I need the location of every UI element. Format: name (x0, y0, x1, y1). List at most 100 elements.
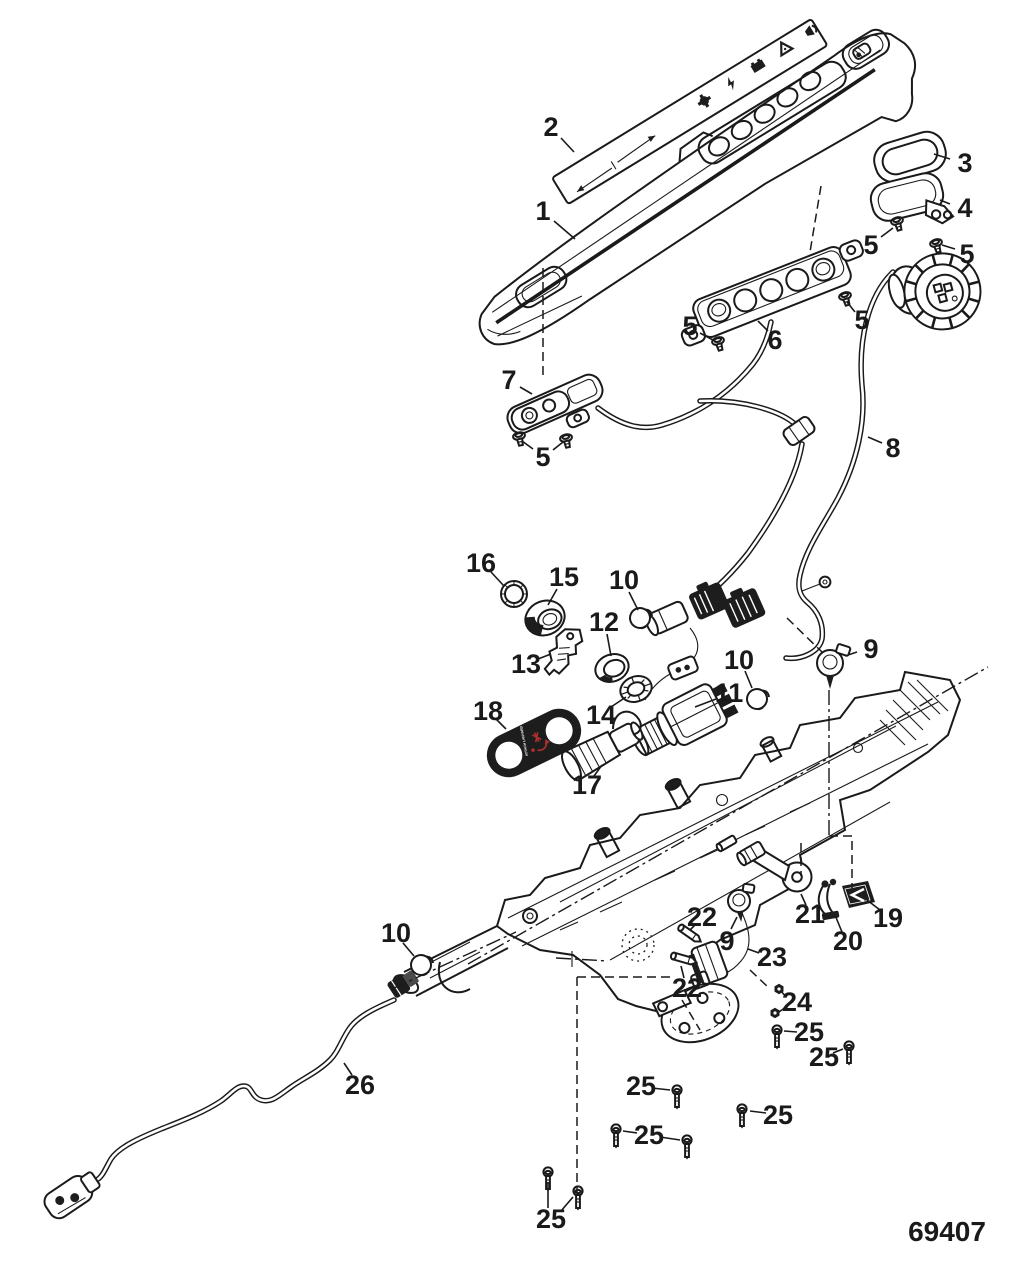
callout-22: 22 (672, 965, 702, 1003)
part-14-lock-washer (619, 675, 653, 703)
connector-block-b (722, 587, 766, 628)
drawing-number: 69407 (908, 1216, 986, 1247)
part-25-screws (542, 1024, 855, 1212)
leader-line (694, 698, 717, 708)
callout-label: 18 (473, 696, 503, 726)
leader-line (846, 301, 856, 313)
callout-label: 5 (863, 230, 878, 260)
callout-5: 5 (682, 311, 714, 341)
callout-label: 25 (626, 1071, 656, 1101)
callout-19: 19 (866, 899, 903, 933)
callout-label: 11 (715, 678, 744, 708)
callout-10: 10 (381, 918, 415, 957)
callout-16: 16 (466, 548, 505, 587)
callout-25: 25 (809, 1042, 844, 1072)
part-2-decal-strip (552, 19, 828, 205)
part-16-o-ring (500, 580, 528, 608)
decal-text: ATTACH LANYARD (519, 725, 529, 756)
callout-label: 3 (957, 148, 972, 178)
throttle-arrow-marks (576, 135, 656, 193)
leader-line (560, 1196, 574, 1212)
housing-latch-recess (841, 28, 891, 70)
callout-label: 25 (634, 1120, 664, 1150)
leader-line (521, 440, 534, 450)
callout-25: 25 (626, 1071, 671, 1101)
leader-line (593, 764, 603, 777)
callout-label: 17 (572, 770, 602, 800)
leader-line (699, 332, 714, 341)
leader-line (844, 651, 858, 657)
callout-25: 25 (749, 1100, 793, 1130)
leader-line (689, 923, 697, 931)
part-12-bezel-nut (594, 653, 630, 683)
callout-label: 9 (863, 634, 878, 664)
callout-26: 26 (343, 1062, 375, 1100)
callout-25: 25 (783, 1017, 824, 1047)
part-26-lanyard (43, 970, 419, 1220)
leader-line (744, 670, 753, 689)
battery-icon (750, 58, 766, 73)
body-post (593, 826, 621, 859)
callout-21: 21 (795, 893, 825, 929)
leader-line (552, 441, 564, 451)
callout-label: 25 (763, 1100, 793, 1130)
callout-label: 12 (589, 607, 619, 637)
part-24-nut (770, 1007, 780, 1019)
part-10-grommet (743, 685, 773, 713)
callout-label: 10 (724, 645, 754, 675)
part-15-bezel-cap (524, 599, 566, 637)
callout-label: 5 (682, 311, 697, 341)
callout-label: 25 (809, 1042, 839, 1072)
leader-line (866, 899, 881, 911)
leader-line (834, 914, 843, 933)
callout-label: 20 (833, 926, 863, 956)
wire-harness (595, 319, 832, 600)
main-connector (887, 252, 982, 331)
callout-label: 5 (959, 239, 974, 269)
callout-label: 14 (586, 700, 616, 730)
part-8-harness-cable (783, 252, 982, 662)
leader-line (757, 320, 769, 332)
callout-5: 5 (863, 227, 894, 260)
harness-connector-cluster (644, 581, 766, 701)
housing-left-opening (515, 265, 568, 309)
leader-line (553, 220, 576, 240)
callout-label: 10 (609, 565, 639, 595)
callout-12: 12 (589, 607, 619, 657)
leader-line (832, 1048, 844, 1054)
leader-line (800, 893, 807, 906)
body-hatching (879, 679, 949, 746)
callout-label: 25 (794, 1017, 824, 1047)
callout-label: 22 (672, 973, 702, 1003)
part-1-housing (478, 28, 917, 346)
callout-label: 13 (511, 649, 541, 679)
callout-11: 11 (694, 678, 744, 708)
callout-label: 23 (757, 942, 787, 972)
callout-label: 5 (854, 305, 869, 335)
two-pin-plug (667, 655, 699, 681)
part-18-lanyard-decal: ATTACH LANYARD (486, 708, 582, 778)
callout-label: 9 (719, 926, 734, 956)
part-13-key (543, 628, 584, 677)
leader-line (537, 653, 552, 660)
leader-line (606, 633, 612, 657)
leader-line (747, 948, 760, 954)
callout-6: 6 (757, 320, 783, 355)
leader-line (880, 227, 894, 238)
callout-label: 7 (501, 365, 516, 395)
callout-label: 26 (345, 1070, 375, 1100)
mount-tab (565, 408, 590, 429)
callout-25: 25 (622, 1120, 681, 1150)
leader-line (490, 571, 505, 587)
ring-terminal (818, 575, 832, 589)
callout-2: 2 (543, 112, 575, 153)
leader-line (778, 1006, 787, 1013)
assembly-axes (391, 617, 989, 1192)
part-19-tag (842, 881, 875, 908)
button-holes (707, 70, 822, 157)
mount-tab-left (680, 324, 706, 347)
callout-5: 5 (941, 239, 975, 269)
callout-label: 25 (536, 1204, 566, 1234)
